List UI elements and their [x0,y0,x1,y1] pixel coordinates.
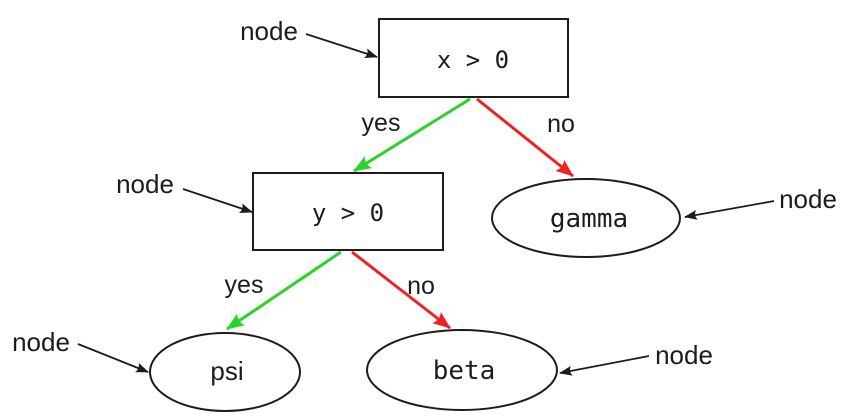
edge-child-no [351,250,451,330]
annotation-arrow-gamma [684,200,775,220]
edge-child-no-label: no [407,272,435,300]
edge-child-yes-label: yes [225,271,264,299]
annotation-arrow-child [182,188,253,213]
annotation-label-beta: node [655,340,713,370]
node-psi-ellipse [149,332,301,412]
node-psi-label: psi [210,356,243,386]
node-gamma-ellipse [491,178,681,258]
annotation-label-child: node [116,169,174,199]
node-child-box [252,172,444,251]
annotation-arrow-root [305,33,378,59]
node-beta-ellipse [366,329,558,411]
annotation-arrow-psi [77,343,149,373]
annotation-label-gamma: node [779,184,837,214]
edge-root-yes-label: yes [362,109,401,137]
edge-root-yes [353,97,471,173]
annotation-arrow-beta [559,355,650,376]
node-root-box [378,18,569,98]
node-beta-label: beta [433,356,496,386]
node-child-label: y > 0 [312,199,384,227]
edge-child-yes [226,250,342,331]
node-root-label: x > 0 [437,46,509,74]
annotation-label-root: node [240,16,298,46]
edge-root-no-label: no [547,110,575,138]
node-gamma-label: gamma [550,204,628,234]
edge-root-no [476,97,574,178]
annotation-label-psi: node [12,327,70,357]
